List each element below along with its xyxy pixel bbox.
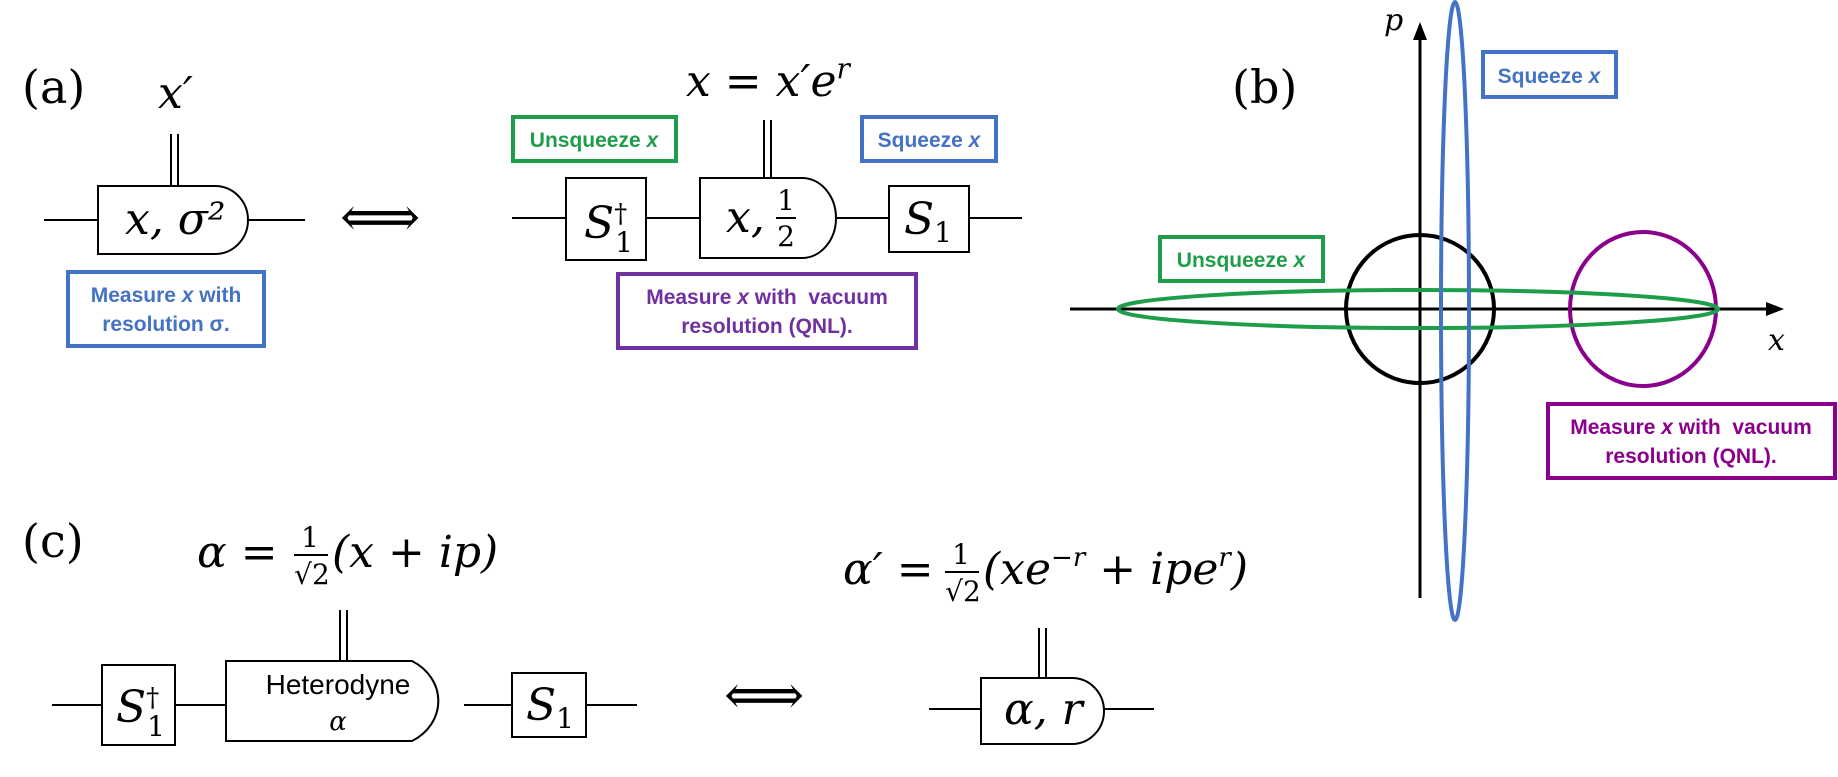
- alpha-equation: α = 1 √2 (x + ip): [197, 521, 498, 591]
- panel-c-label: (c): [22, 514, 84, 568]
- squeezed-ellipse: [1439, 0, 1471, 622]
- callout-measure-vacuum-a-line1: Measure x with vacuum: [646, 286, 888, 309]
- vacuum-detector-main: x,: [726, 192, 765, 243]
- vacuum-homodyne-detector: [699, 177, 837, 259]
- callout-measure-vacuum-b-line2: resolution (QNL).: [1605, 445, 1777, 468]
- heterodyne-detector: [225, 660, 440, 742]
- vacuum-state-circle: [1344, 233, 1496, 385]
- classical-output-right: x = x′er: [686, 52, 852, 107]
- squeeze-gate-label: S1: [904, 194, 952, 249]
- callout-unsqueeze-b-text: Unsqueeze x: [1177, 249, 1307, 272]
- callout-unsqueeze-b: Unsqueeze x: [1158, 235, 1325, 283]
- callout-unsqueeze-a: Unsqueeze x: [511, 115, 678, 163]
- callout-measure-sigma: Measure x with resolution σ.: [66, 270, 266, 348]
- callout-measure-vacuum-b: Measure x with vacuum resolution (QNL).: [1546, 402, 1837, 480]
- equivalence-arrow-c: ⟺: [724, 663, 804, 728]
- alpha-prime-frac-num: 1: [952, 538, 970, 571]
- combined-detector-circuit: α, r: [929, 628, 1154, 745]
- unsqueeze-gate: [565, 177, 647, 261]
- alpha-prime-rhs: (xe−r + iper): [983, 543, 1248, 595]
- right-measurement-circuit: S†1 x, 1 2 S1 x = x′er: [512, 52, 1022, 261]
- vacuum-detector-den: 2: [777, 220, 795, 253]
- panel-b: (b) x p Squeeze x Unsqueeze x Measure x …: [1070, 0, 1837, 622]
- unsqueeze-gate-label: S†1: [584, 198, 633, 259]
- unsqueeze-gate-c: [101, 664, 176, 746]
- alpha-prime-equation: α′ = 1 √2 (xe−r + iper): [843, 538, 1248, 608]
- callout-squeeze-a: Squeeze x: [860, 115, 998, 163]
- panel-c: (c) α = 1 √2 (x + ip) α′ = 1 √2 (xe−r + …: [22, 514, 1248, 746]
- alpha-frac-num: 1: [301, 521, 319, 554]
- vacuum-detector-num: 1: [777, 184, 795, 217]
- unsqueeze-gate-c-label: S†1: [116, 682, 165, 743]
- heterodyne-title: Heterodyne: [266, 669, 411, 700]
- heterodyne-var: α: [329, 707, 347, 737]
- p-axis-label: p: [1384, 3, 1403, 38]
- callout-measure-vacuum-a-box: [616, 272, 918, 350]
- unsqueezed-ellipse: [1116, 288, 1720, 330]
- left-measurement-circuit: x, σ² x′: [44, 68, 305, 255]
- equivalence-arrow-a: ⟺: [340, 185, 420, 250]
- alpha-prime-lhs: α′ =: [843, 544, 934, 595]
- callout-measure-vacuum-b-box: [1546, 402, 1837, 480]
- callout-measure-vacuum-b-line1: Measure x with vacuum: [1570, 416, 1812, 439]
- heterodyne-circuit: S†1 Heterodyne α S1: [52, 610, 637, 746]
- combined-detector: [980, 677, 1105, 745]
- alpha-lhs: α =: [197, 527, 278, 578]
- detector-label-left: x, σ²: [125, 194, 225, 245]
- callout-unsqueeze-a-box: [511, 115, 678, 163]
- callout-squeeze-b-text: Squeeze x: [1498, 65, 1602, 88]
- p-axis-arrowhead: [1413, 22, 1427, 40]
- squeeze-gate-c: [511, 672, 587, 738]
- callout-unsqueeze-b-box: [1158, 235, 1325, 283]
- squeeze-gate-c-label: S1: [526, 680, 574, 735]
- panel-a: (a) x, σ² x′ ⟺ S†1 x, 1 2 S1: [22, 52, 1022, 350]
- panel-b-label: (b): [1232, 60, 1297, 114]
- alpha-prime-frac-den: √2: [945, 575, 981, 608]
- x-axis-arrowhead: [1766, 302, 1784, 316]
- callout-measure-vacuum-a-line2: resolution (QNL).: [681, 315, 853, 338]
- classical-output-left: x′: [158, 68, 193, 119]
- combined-detector-label: α, r: [1004, 684, 1086, 735]
- callout-measure-sigma-box: [66, 270, 266, 348]
- callout-squeeze-b: Squeeze x: [1481, 50, 1618, 99]
- panel-a-label: (a): [22, 60, 85, 114]
- callout-unsqueeze-a-text: Unsqueeze x: [530, 129, 660, 152]
- alpha-frac-den: √2: [294, 558, 330, 591]
- callout-squeeze-a-box: [860, 115, 998, 163]
- callout-squeeze-a-text: Squeeze x: [878, 129, 982, 152]
- callout-measure-sigma-line1: Measure x with: [91, 284, 242, 307]
- callout-squeeze-b-box: [1481, 50, 1618, 99]
- alpha-rhs: (x + ip): [332, 527, 498, 578]
- squeeze-gate: [888, 185, 970, 253]
- x-axis-label: x: [1768, 323, 1785, 358]
- homodyne-detector-left: [97, 185, 249, 255]
- callout-measure-sigma-line2: resolution σ.: [102, 313, 230, 336]
- callout-measure-vacuum-a: Measure x with vacuum resolution (QNL).: [616, 272, 918, 350]
